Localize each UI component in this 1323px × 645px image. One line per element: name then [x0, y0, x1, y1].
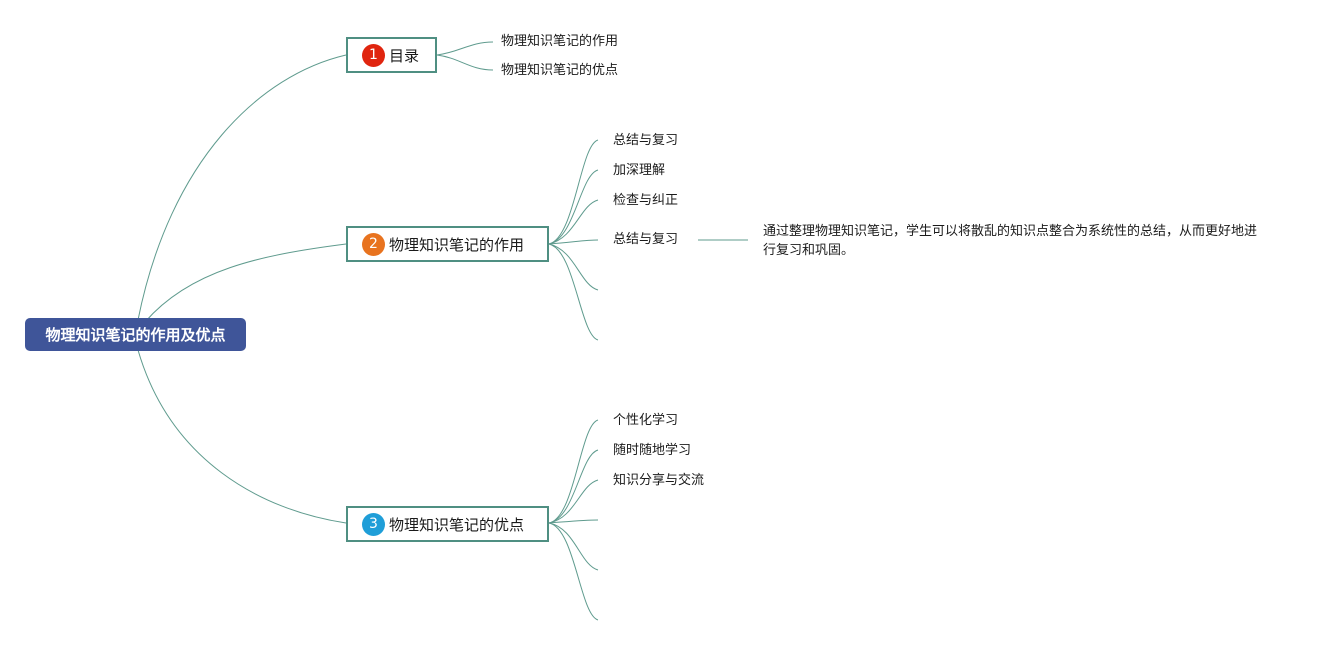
root-to-topic-3-link — [137, 349, 347, 524]
topic-1-label: 目录 — [389, 46, 420, 65]
topic-2-leaf-4-link — [548, 239, 599, 245]
root-to-topic-1-link — [137, 54, 347, 321]
topic-2-number-badge: 2 — [362, 232, 385, 256]
topic-2-node[interactable]: 2 物理知识笔记的作用 — [346, 226, 549, 262]
topic-2-leaf-1[interactable]: 总结与复习 — [613, 133, 679, 148]
topic-3-leaf-2[interactable]: 随时随地学习 — [613, 443, 692, 458]
topic-3-leaf-1[interactable]: 个性化学习 — [613, 413, 679, 428]
topic-3-label: 物理知识笔记的优点 — [389, 515, 525, 534]
topic-2-leaf-5-link — [548, 243, 599, 291]
topic-1-number-badge: 1 — [362, 43, 385, 67]
topic-2-leaf-1-link — [548, 139, 599, 245]
topic-2-leaf-4[interactable]: 总结与复习 — [613, 232, 679, 247]
topic-3-number-badge: 3 — [362, 512, 385, 536]
topic-3-node[interactable]: 3 物理知识笔记的优点 — [346, 506, 549, 542]
topic-3-leaf-6-link — [548, 522, 599, 621]
root-to-topic-2-link — [144, 243, 347, 323]
topic-1-leaf-2-link — [436, 54, 494, 71]
topic-2-label: 物理知识笔记的作用 — [389, 235, 525, 254]
topic-1-leaf-1-link — [436, 41, 494, 56]
topic-2-leaf-3[interactable]: 检查与纠正 — [613, 193, 679, 208]
topic-3-leaf-3-link — [548, 479, 599, 524]
topic-2-leaf-3-link — [548, 199, 599, 245]
topic-2-leaf-4-note[interactable]: 通过整理物理知识笔记，学生可以将散乱的知识点整合为系统性的总结，从而更好地进行复… — [763, 224, 1258, 258]
topic-1-node[interactable]: 1 目录 — [346, 37, 437, 73]
topic-3-leaf-2-link — [548, 449, 599, 524]
topic-1-leaf-2[interactable]: 物理知识笔记的优点 — [501, 63, 619, 78]
root-topic[interactable]: 物理知识笔记的作用及优点 — [25, 318, 246, 351]
topic-2-leaf-2[interactable]: 加深理解 — [613, 163, 666, 178]
topic-3-leaf-5-link — [548, 522, 599, 571]
topic-3-leaf-1-link — [548, 419, 599, 524]
topic-3-leaf-3[interactable]: 知识分享与交流 — [613, 473, 705, 488]
topic-2-leaf-6-link — [548, 243, 599, 341]
topic-1-leaf-1[interactable]: 物理知识笔记的作用 — [501, 34, 619, 49]
topic-3-leaf-4-link — [548, 519, 599, 524]
root-topic-label: 物理知识笔记的作用及优点 — [45, 326, 226, 344]
topic-2-leaf-2-link — [548, 169, 599, 245]
